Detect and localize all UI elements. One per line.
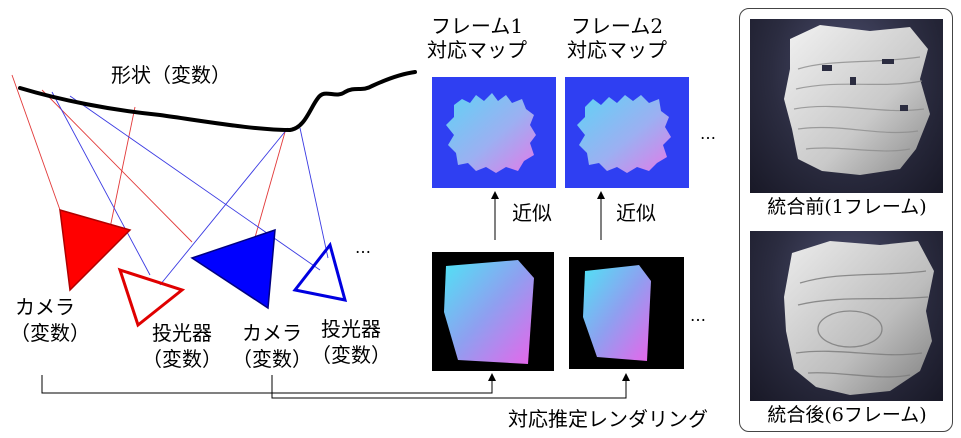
projector-2-label: 投光器 （変数） (311, 316, 391, 368)
frame-2-map-image (577, 95, 671, 173)
frame-2-title-line2: 対応マップ (567, 38, 667, 62)
frame-1-rendering-image (444, 260, 534, 364)
projector-rays (51, 91, 329, 286)
reconstruction-before (750, 19, 943, 193)
frame-1-correspondence-map (432, 77, 556, 188)
results-panel: 統合前(1フレーム) 統合後(6フレーム) (739, 8, 953, 432)
projector-1-variable: （変数） (142, 347, 222, 371)
frame-2-rendering (569, 257, 684, 369)
frames-ellipsis: … (700, 124, 716, 143)
camera-2-name: カメラ (242, 321, 302, 345)
rendering-label: 対応推定レンダリング (508, 407, 708, 431)
camera-2-variable: （変数） (232, 347, 312, 371)
camera-rays (11, 74, 286, 256)
camera-1-shape (59, 208, 132, 292)
devices-ellipsis: … (355, 238, 371, 257)
camera-1-label: カメラ （変数） (10, 294, 90, 346)
render-connectors (41, 373, 630, 399)
frame-2-correspondence-map (565, 77, 689, 188)
reconstruction-after (750, 231, 943, 401)
projector-1-name: 投光器 (152, 321, 212, 345)
frame-2-title-line1: フレーム2 (570, 14, 664, 38)
shape-label: 形状（変数） (111, 63, 231, 87)
approx-label-2: 近似 (616, 201, 656, 225)
projector-2-variable: （変数） (311, 343, 391, 367)
frame-2-title: フレーム2 対応マップ (556, 14, 678, 62)
frame-1-title-line1: フレーム1 (430, 14, 524, 38)
reconstruction-before-image (784, 25, 930, 175)
result-before-label: 統合前(1フレーム) (767, 196, 927, 218)
projector-1-shape (117, 267, 186, 328)
frame-1-title-line2: 対応マップ (427, 38, 527, 62)
frame-2-rendering-image (583, 265, 651, 361)
reconstruction-after-image (784, 241, 934, 395)
frame-1-rendering (432, 252, 554, 371)
projector-1-label: 投光器 （変数） (142, 320, 222, 372)
render-ellipsis: … (690, 306, 706, 325)
approx-label-1: 近似 (512, 201, 552, 225)
camera-1-variable: （変数） (10, 321, 90, 345)
camera-2-label: カメラ （変数） (232, 320, 312, 372)
shape-curve (18, 70, 417, 133)
camera-2-shape (190, 228, 276, 310)
frame-1-map-image (446, 93, 536, 173)
frame-1-title: フレーム1 対応マップ (416, 14, 538, 62)
projector-2-shape (292, 241, 348, 302)
projector-2-name: 投光器 (321, 317, 381, 341)
camera-1-name: カメラ (15, 295, 75, 319)
result-after-label: 統合後(6フレーム) (767, 404, 927, 426)
